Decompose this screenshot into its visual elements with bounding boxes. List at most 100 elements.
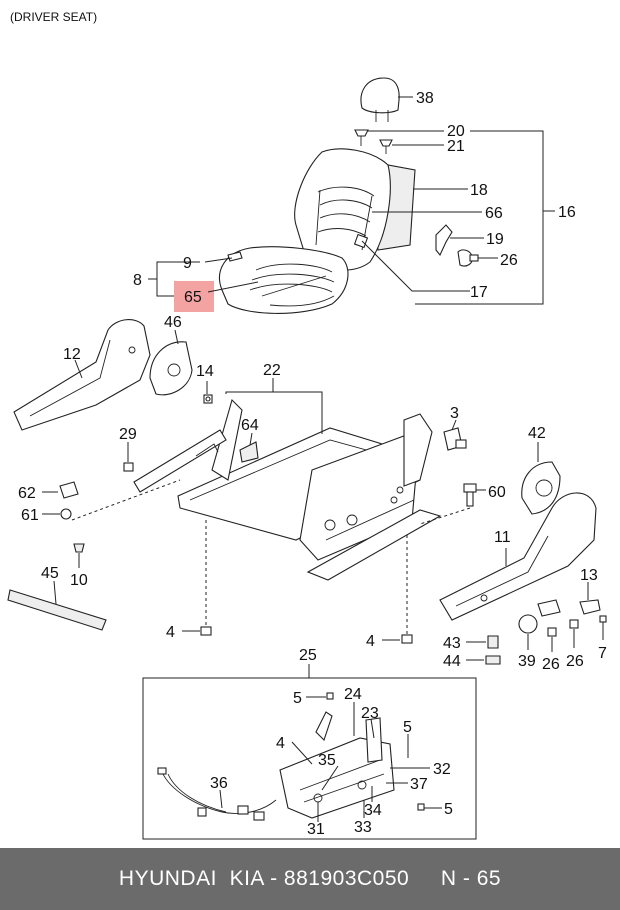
nut-61-part	[60, 508, 72, 520]
callout-37: 37	[410, 776, 428, 793]
callout-8: 8	[133, 272, 142, 289]
callout-29: 29	[119, 426, 137, 443]
seat-cushion-part	[218, 246, 349, 314]
callout-26-upper: 26	[500, 252, 518, 269]
bracket-16	[415, 130, 544, 305]
callout-3: 3	[450, 405, 459, 422]
callout-21: 21	[447, 138, 465, 155]
callout-33: 33	[354, 819, 372, 836]
seat-back-part	[294, 148, 416, 271]
leader-65	[207, 281, 259, 293]
callout-60: 60	[488, 484, 506, 501]
callout-5-top: 5	[293, 690, 302, 707]
leader-9b	[204, 257, 233, 263]
bolt-26-mid-part	[547, 627, 557, 637]
power-seat-unit-box	[142, 677, 477, 840]
headrest-part	[360, 77, 400, 122]
callout-26-right: 26	[566, 653, 584, 670]
callout-19: 19	[486, 231, 504, 248]
clip-64-part	[239, 441, 259, 463]
part-number-text: HYUNDAI KIA - 881903C050 N - 65	[118, 867, 502, 890]
callout-26-mid: 26	[542, 656, 560, 673]
callout-16: 16	[558, 204, 576, 221]
cover-42-part	[521, 461, 561, 515]
parts-diagram: (DRIVER SEAT) 3 8 20 21 16 18 66 17	[7, 10, 607, 840]
seat-track-frame-part	[133, 398, 442, 581]
callout-11: 11	[494, 529, 511, 546]
callout-14: 14	[196, 363, 214, 380]
bolt-29-part	[123, 462, 134, 472]
callout-23: 23	[361, 705, 379, 722]
callout-66: 66	[485, 205, 503, 222]
leader-45	[53, 580, 57, 605]
callout-35: 35	[318, 752, 336, 769]
callout-39: 39	[518, 653, 536, 670]
leader-36	[219, 789, 223, 809]
leader-64	[249, 432, 253, 446]
callout-65-highlight	[174, 281, 214, 312]
cap-43-part	[487, 635, 499, 649]
callout-45: 45	[41, 565, 59, 582]
callout-5-mid: 5	[403, 719, 412, 736]
callout-44: 44	[443, 653, 461, 670]
wire-harness-36-part	[157, 767, 277, 821]
callout-4-box: 4	[276, 735, 285, 752]
callout-13: 13	[580, 567, 598, 584]
callout-64: 64	[241, 417, 259, 434]
callout-36: 36	[210, 775, 228, 792]
leader-23	[370, 718, 375, 739]
callout-9: 9	[183, 255, 192, 272]
leader-35	[321, 765, 339, 791]
trim-cover-part	[149, 341, 193, 396]
bracket-13-part	[579, 599, 601, 615]
callout-42: 42	[528, 425, 546, 442]
bracket-22	[225, 391, 323, 434]
callout-62: 62	[18, 485, 36, 502]
screw-7-part	[599, 615, 607, 623]
clip-10-part	[73, 543, 85, 553]
callout-22: 22	[263, 362, 281, 379]
callout-17: 17	[470, 284, 488, 301]
dash-61	[71, 479, 181, 521]
callout-4-left: 4	[166, 624, 175, 641]
leader-46	[174, 329, 179, 345]
callout-46: 46	[164, 314, 182, 331]
clip-62-part	[59, 481, 79, 499]
callout-4-right: 4	[366, 633, 375, 650]
callout-61: 61	[21, 507, 39, 524]
callout-31: 31	[307, 821, 325, 838]
callout-12: 12	[63, 346, 81, 363]
callout-5-bottom: 5	[444, 801, 453, 818]
dash-60	[419, 507, 471, 525]
bracket-8	[156, 261, 174, 297]
diagram-title: (DRIVER SEAT)	[10, 10, 97, 24]
exploded-view-drawing: (DRIVER SEAT) 3 8 20 21 16 18 66 17	[7, 10, 607, 840]
bolt-60-part	[463, 483, 477, 507]
callout-32: 32	[433, 761, 451, 778]
callout-43: 43	[443, 635, 461, 652]
bolt-14-part	[203, 394, 213, 404]
callout-24: 24	[344, 686, 362, 703]
headrest-guide-part	[354, 129, 393, 154]
callout-65: 65	[184, 289, 202, 306]
callout-20: 20	[447, 123, 465, 140]
callout-10: 10	[70, 572, 88, 589]
callout-7: 7	[598, 645, 607, 662]
knob-39-part	[518, 599, 561, 634]
side-shield-part	[13, 319, 151, 431]
callout-25: 25	[299, 647, 317, 664]
bolt-3-part	[443, 427, 467, 451]
leader-12	[74, 359, 83, 379]
bolt-4-left-part	[200, 626, 212, 636]
trim-strip-45-part	[7, 589, 107, 631]
part-number-footer: HYUNDAI KIA - 881903C050 N - 65	[0, 848, 620, 910]
cap-44-part	[485, 655, 501, 665]
leader-4c	[291, 741, 313, 765]
recliner-lever-part	[435, 224, 479, 267]
bolt-26-right-part	[569, 619, 579, 629]
leader-3	[451, 419, 457, 431]
callout-34: 34	[364, 802, 382, 819]
callout-18: 18	[470, 182, 488, 199]
power-seat-mechanism-part	[279, 711, 395, 819]
side-shield-11-part	[439, 492, 597, 621]
